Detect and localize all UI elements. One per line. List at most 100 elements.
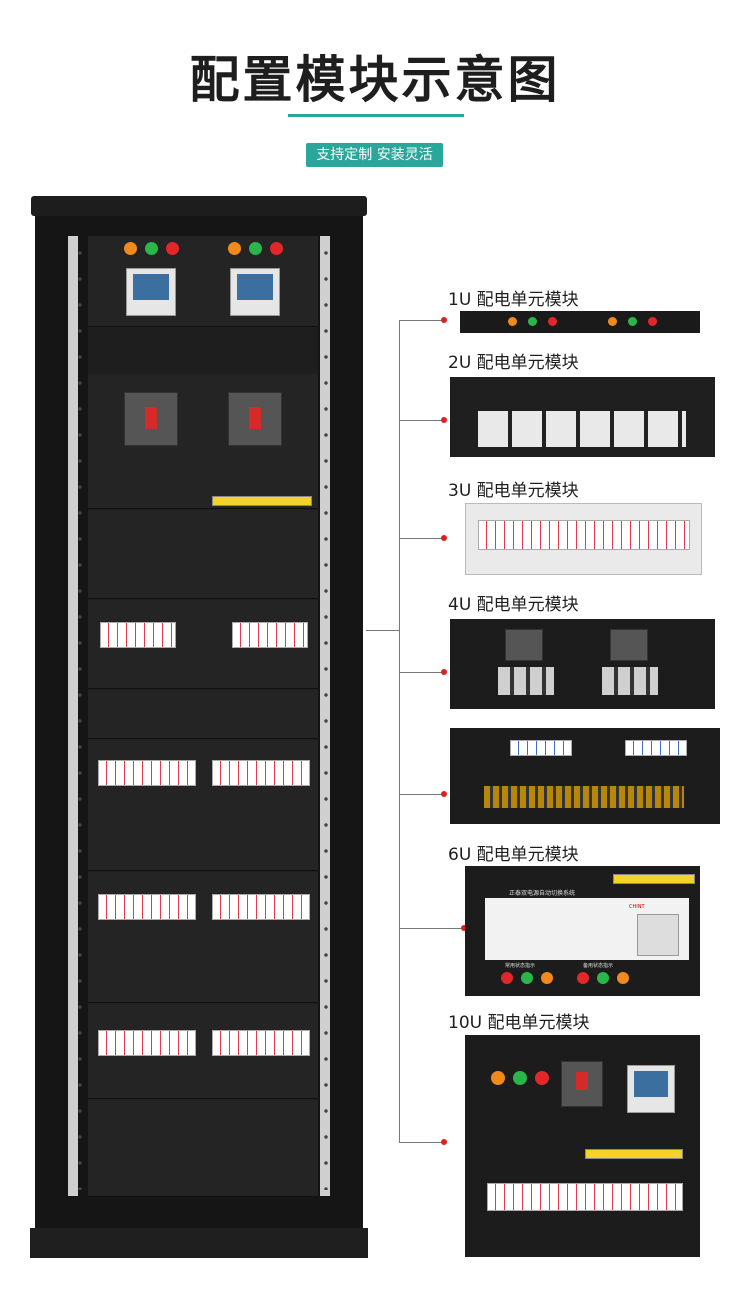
warning-labels (613, 874, 695, 884)
pointer-dot (461, 925, 467, 931)
green-lamp (513, 1071, 527, 1085)
module-label-2u: 2U 配电单元模块 (448, 353, 579, 373)
connector-branch (399, 794, 445, 795)
module-label-4u: 4U 配电单元模块 (448, 595, 579, 615)
molded-case-breaker (505, 629, 543, 661)
pointer-dot (441, 669, 447, 675)
red-lamp (270, 242, 283, 255)
red-lamp (577, 972, 589, 984)
red-lamp (166, 242, 179, 255)
green-lamp (249, 242, 262, 255)
orange-lamp (617, 972, 629, 984)
breaker-row (478, 520, 690, 550)
module-1u-image (460, 311, 700, 333)
module-3u-image (465, 503, 702, 575)
breaker-row (487, 1183, 683, 1211)
breaker-row (98, 894, 196, 920)
cabinet-top (31, 196, 367, 216)
ats-title: 正泰双电源自动切换系统 (509, 890, 576, 897)
green-lamp (528, 317, 537, 326)
orange-lamp (608, 317, 617, 326)
molded-case-breaker (228, 392, 282, 446)
power-meter (126, 268, 176, 316)
red-lamp (535, 1071, 549, 1085)
connector-line (366, 630, 400, 631)
right-rail-holes (324, 240, 328, 1190)
breaker-row (98, 1030, 196, 1056)
connector-branch (399, 420, 445, 421)
orange-lamp (124, 242, 137, 255)
distribution-panel (88, 740, 318, 871)
connector-trunk (399, 320, 400, 1142)
molded-case-breaker (610, 629, 648, 661)
feature-badge: 支持定制 安装灵活 (306, 143, 443, 167)
red-lamp (548, 317, 557, 326)
orange-lamp (508, 317, 517, 326)
breaker-row (212, 760, 310, 786)
pointer-dot (441, 535, 447, 541)
cabinet-base (30, 1228, 368, 1258)
orange-lamp (228, 242, 241, 255)
warning-labels (212, 496, 312, 506)
green-lamp (145, 242, 158, 255)
indicator-panel (88, 236, 318, 327)
pointer-dot (441, 791, 447, 797)
module-2u-image (450, 377, 715, 457)
red-lamp (648, 317, 657, 326)
connector-branch (399, 538, 445, 539)
blank-panel (88, 510, 318, 599)
breaker-row (98, 760, 196, 786)
pointer-dot (441, 417, 447, 423)
molded-case-breaker (561, 1061, 603, 1107)
red-lamp (501, 972, 513, 984)
module-label-10u: 10U 配电单元模块 (448, 1013, 590, 1033)
breaker-row (212, 1030, 310, 1056)
breaker-row (625, 740, 687, 756)
module-label-6u: 6U 配电单元模块 (448, 845, 579, 865)
breaker-row (232, 622, 308, 648)
orange-lamp (541, 972, 553, 984)
breaker-row (510, 740, 572, 756)
module-label-1u: 1U 配电单元模块 (448, 290, 579, 310)
power-meter (230, 268, 280, 316)
green-lamp (597, 972, 609, 984)
terminal-block (484, 786, 684, 808)
connector-branch (399, 928, 465, 929)
green-lamp (628, 317, 637, 326)
pointer-dot (441, 1139, 447, 1145)
connector-branch (399, 320, 445, 321)
connector-branch (399, 1142, 445, 1143)
power-meter (627, 1065, 675, 1113)
page-title: 配置模块示意图 (189, 51, 561, 109)
breaker-row (100, 622, 176, 648)
module-label-3u: 3U 配电单元模块 (448, 481, 579, 501)
distribution-panel (88, 1004, 318, 1099)
brand-label: CHINT (629, 904, 645, 910)
backup-status-label: 备用状态指示 (583, 963, 614, 969)
warning-labels (585, 1149, 683, 1159)
left-rail (68, 236, 78, 1196)
ats-switch: CHINT (485, 898, 689, 960)
blank-panel (88, 1100, 318, 1197)
module-4u-image (450, 619, 715, 709)
module-4u-terminal-image (450, 728, 720, 824)
main-breaker-panel (88, 374, 318, 509)
green-lamp (521, 972, 533, 984)
terminal-block (602, 667, 658, 695)
pointer-dot (441, 317, 447, 323)
ats-display (637, 914, 679, 956)
left-rail-holes (78, 240, 82, 1190)
orange-lamp (491, 1071, 505, 1085)
module-10u-image (465, 1035, 700, 1257)
blank-panel (88, 690, 318, 739)
molded-case-breaker (124, 392, 178, 446)
surge-protector-panel (88, 600, 318, 689)
title-underline (288, 114, 464, 117)
common-status-label: 常用状态指示 (505, 963, 536, 969)
module-6u-image: 正泰双电源自动切换系统 CHINT 常用状态指示 备用状态指示 (465, 866, 700, 996)
current-transformer-row (478, 411, 686, 447)
terminal-block (498, 667, 554, 695)
connector-branch (399, 672, 445, 673)
breaker-row (212, 894, 310, 920)
distribution-panel (88, 872, 318, 1003)
